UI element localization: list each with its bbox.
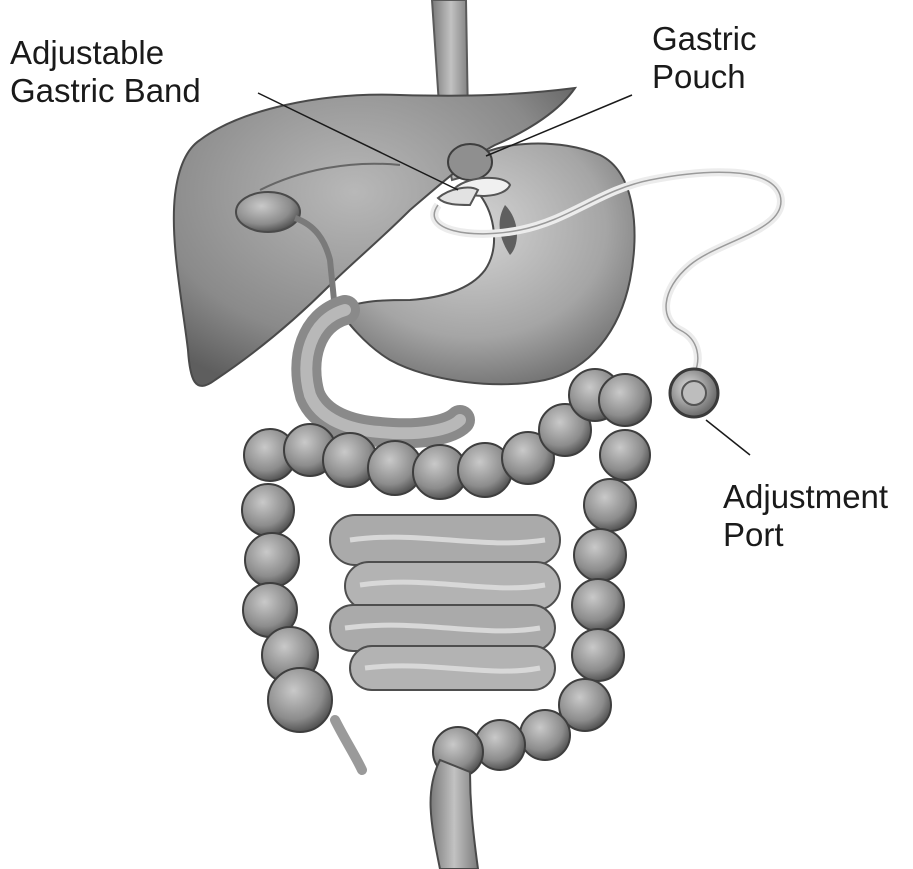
small-intestine: [330, 515, 560, 690]
band-label-line2: Gastric Band: [10, 72, 201, 110]
gastric-band-clasp: [438, 188, 478, 205]
gallbladder: [236, 192, 300, 232]
pouch-label-line2: Pouch: [652, 58, 757, 96]
band-label-line1: Adjustable: [10, 34, 201, 72]
appendix: [335, 720, 362, 770]
gastric-pouch: [448, 144, 492, 180]
port-label-line1: Adjustment: [723, 478, 888, 516]
rectum: [431, 760, 478, 869]
adjustment-port-label: Adjustment Port: [723, 478, 888, 554]
adjustable-gastric-band-label: Adjustable Gastric Band: [10, 34, 201, 110]
adjustment-port-septum: [682, 381, 706, 405]
pouch-label-line1: Gastric: [652, 20, 757, 58]
port-leader-line: [706, 420, 750, 455]
ascending-colon: [242, 484, 332, 732]
gastric-pouch-label: Gastric Pouch: [652, 20, 757, 96]
descending-colon: [559, 430, 650, 731]
port-label-line2: Port: [723, 516, 888, 554]
